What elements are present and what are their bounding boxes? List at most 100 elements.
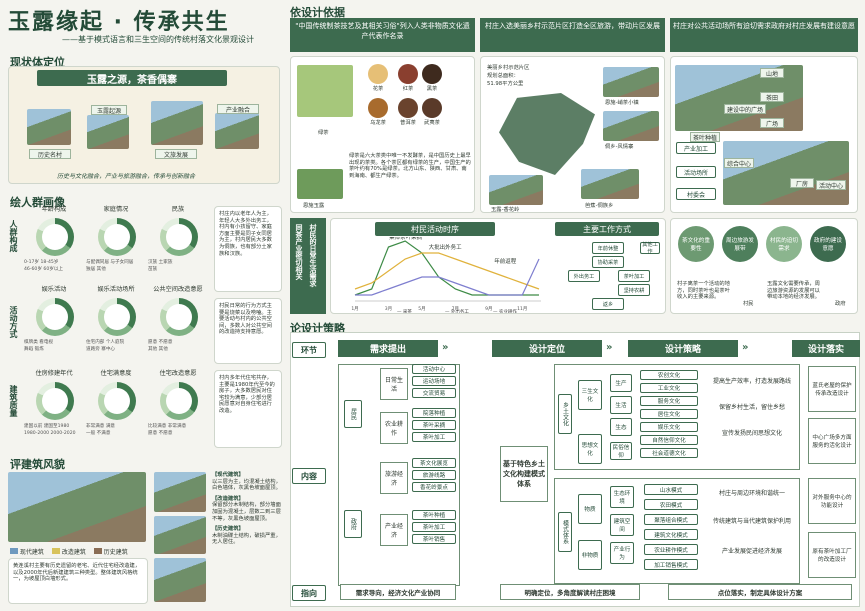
result-box: 对外服务中心的功能设计 xyxy=(808,478,856,524)
demand-circle: 村民的迫切需求 xyxy=(766,226,802,262)
tea-description: 绿茶是六大茶类中唯一不发酵茶，是中国历史上最早出现的茶类。各个茶区都有绿茶的生产… xyxy=(349,153,471,179)
legend-item: 汉族 土家族 xyxy=(148,260,173,265)
chart-title: 住宅满意度 xyxy=(100,370,132,377)
culture-photo xyxy=(151,101,203,145)
x-tick-label: 3月 xyxy=(385,306,392,312)
donut-chart xyxy=(36,218,74,256)
flow-step: 设计定位 xyxy=(492,340,602,357)
region-map xyxy=(499,93,595,175)
positioning-panel: 玉露之源，茶香偶寨 玉露起源 产业融合 历史名村 文旅发展 历史与文化融合，产业… xyxy=(8,66,280,184)
flow-step: 设计落实 xyxy=(792,340,860,357)
tea-label: 乌龙茶 xyxy=(370,120,386,126)
building-summary: 黄连溪村主要有历史遗留的老宅、近代住宅经改造建，以及2000年代后新建建筑三种类… xyxy=(8,558,148,604)
factory-photo xyxy=(723,141,849,205)
green-tea-photo xyxy=(297,65,353,117)
donut-chart xyxy=(98,298,136,336)
donut-chart xyxy=(160,298,198,336)
work-mode-node: 外出务工 xyxy=(568,270,600,282)
group-label: 建筑质量 xyxy=(9,385,18,417)
culture-tag: 农创文化 xyxy=(640,370,698,380)
x-tick-label: 9月 xyxy=(485,306,492,312)
map-panel: 美丽乡村示范片区 规划总面积： 51.98平方公里 恩施-峭茶小镇 侗乡-风情寨… xyxy=(480,56,665,213)
x-tick-label: 11月 xyxy=(517,306,527,312)
building-legend: 现代建筑 改造建筑 历史建筑 xyxy=(10,547,128,556)
model-tag: 聚落组合模式 xyxy=(644,514,698,525)
legend-item: 比较满意 非常满意 xyxy=(148,424,187,429)
guide-item: 需求导向，经济文化产业协同 xyxy=(340,584,456,600)
need-category: 农业耕作 xyxy=(380,412,408,444)
work-mode-node: 返乡 xyxy=(592,298,624,310)
renovated-building-photo xyxy=(154,516,206,554)
government-icon: 政府 xyxy=(835,301,846,307)
legend-item: 其他 其他 xyxy=(148,347,168,352)
enshi-yulu-photo xyxy=(297,169,343,199)
demand-note: 玉露文化需要传承，周边旅游资源的发展可以带动本地的经济发展。 xyxy=(767,281,820,301)
village-label: 茶叶种植 xyxy=(690,132,721,142)
need-item: 香花岭景点 xyxy=(412,482,456,492)
need-item: 茶叶加工 xyxy=(412,522,456,532)
legend-item: 愿意 不愿意 xyxy=(148,340,173,345)
need-item: 茶叶采摘 xyxy=(412,420,456,430)
culture-tag: 自然信仰文化 xyxy=(640,435,698,445)
model-tag: 农业耕作模式 xyxy=(644,544,698,555)
tag-origin: 玉露起源 xyxy=(91,105,127,115)
model-group: 物质 xyxy=(578,494,602,524)
model-item: 建筑空间 xyxy=(610,514,634,536)
model-tag: 加工销售模式 xyxy=(644,559,698,570)
legend-item: 一般 不满意 xyxy=(86,431,111,436)
series-line xyxy=(354,252,540,290)
donut-chart xyxy=(160,218,198,256)
legend-item: 苗族 xyxy=(148,267,158,272)
result-box: 中心广场多方面服务的活化设计 xyxy=(808,418,856,464)
flow-arrow-icon: » xyxy=(742,342,749,353)
culture-item: 民俗信仰 xyxy=(610,442,632,460)
tag-industry: 产业融合 xyxy=(217,104,259,114)
demand-circle: 茶文化的重要性 xyxy=(678,226,714,262)
page-subtitle: ——基于模式语言和三生空间的传统村落文化景观设计 xyxy=(62,35,254,44)
legend-item: 道路旁 寨中心 xyxy=(86,347,116,352)
map-area: 51.98平方公里 xyxy=(487,81,524,87)
culture-tag: 娱乐文化 xyxy=(640,422,698,432)
legend-label: — 采茶 xyxy=(397,308,412,313)
donut-chart xyxy=(98,218,136,256)
chart-title: 家庭情况 xyxy=(103,206,129,213)
chart-title: 娱乐活动 xyxy=(41,286,67,293)
x-tick-label: 1月 xyxy=(351,306,358,312)
need-category: 旅游经济 xyxy=(380,462,408,494)
tag-tourism: 文旅发展 xyxy=(155,149,197,159)
work-mode-node: 茶叶加工 xyxy=(618,270,650,282)
legend-item: 与配偶同居 与子女同居 xyxy=(86,260,134,265)
row-label-stage: 环节 xyxy=(292,342,326,358)
culture-tag: 社会道德文化 xyxy=(640,448,698,458)
need-item: 旅游线路 xyxy=(412,470,456,480)
flow-arrow-icon: » xyxy=(442,342,449,353)
tea-cup-icon xyxy=(368,64,388,84)
legend-modern: 现代建筑 xyxy=(10,547,44,556)
building-notes: 【现代建筑】 以三层为主，均混凝土结构，白色墙体，灰黑色坡面屋顶。 【改造建筑】… xyxy=(212,472,282,546)
chart-title: 民族 xyxy=(171,206,185,213)
model-goal: 产业发展促进经济发展 xyxy=(721,548,782,555)
note-head: 【历史建筑】 xyxy=(212,526,244,533)
culture-tag: 服务文化 xyxy=(640,396,698,406)
modern-building-photo xyxy=(154,472,206,512)
map-label: 芭蕉-侗族乡 xyxy=(585,203,614,209)
basis-head: "中国传统制茶技艺及其相关习俗"列入人类非物质文化遗产代表作名录 xyxy=(290,18,475,52)
culture-system-label: 乡土文化 xyxy=(558,394,572,434)
legend-item: 棋牌类 看电视 xyxy=(24,340,54,345)
need-item: 院落种植 xyxy=(412,408,456,418)
donut-chart xyxy=(36,298,74,336)
tea-cup-icon xyxy=(398,64,418,84)
legend-item: 独居 其他 xyxy=(86,267,106,272)
map-area-label: 规划总面积： xyxy=(487,73,519,79)
donut-chart xyxy=(36,382,74,420)
legend-renovated: 改造建筑 xyxy=(51,547,86,556)
donut-chart xyxy=(160,382,198,420)
government-label: 政府 xyxy=(344,510,362,538)
site-link: 产业加工 xyxy=(676,142,716,154)
sidebar-text: 村民的日常生活需求 xyxy=(309,224,317,287)
site-link: 活动场所 xyxy=(676,166,716,178)
architecture-photo xyxy=(8,472,146,542)
section-label: 现状体定位 xyxy=(10,56,65,69)
